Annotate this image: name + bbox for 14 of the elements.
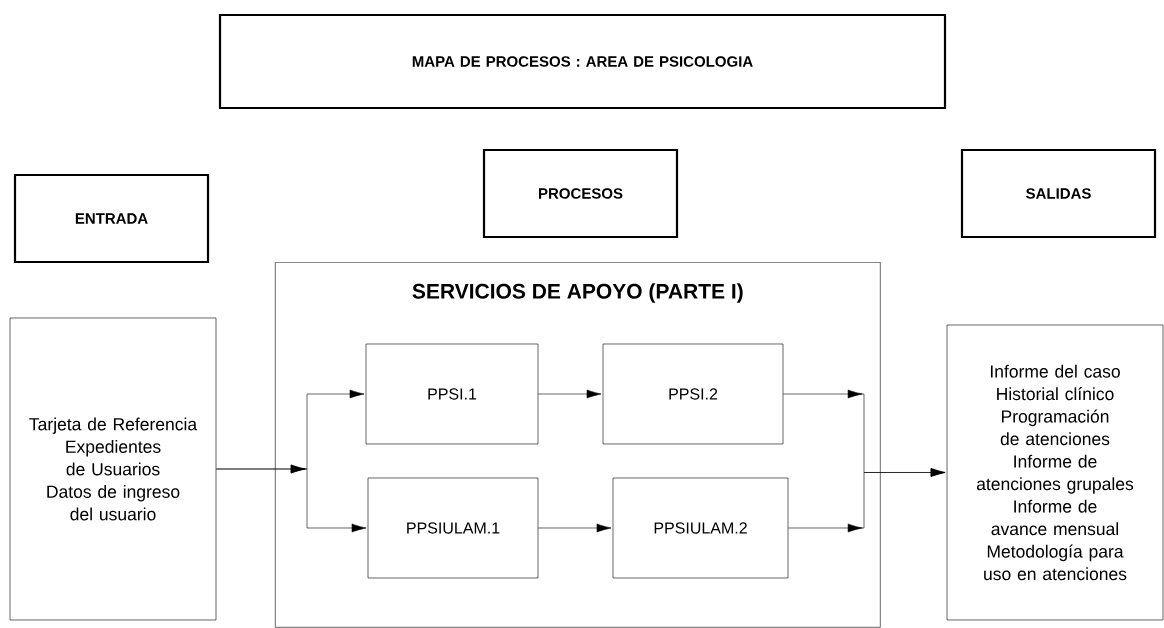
arrow: [216, 464, 367, 533]
title-box: MAPA DE PROCESOS : AREA DE PSICOLOGIA: [218, 13, 947, 110]
header-box: SALIDAS: [960, 148, 1157, 239]
text-box: Tarjeta de Referencia Expedientes de Usuarios Datos de ingreso del usuario: [9, 317, 217, 621]
arrow: [538, 523, 612, 533]
process-box: PPSIULAM.1: [367, 477, 539, 579]
header-box: PROCESOS: [482, 148, 679, 239]
arrow: [788, 468, 946, 533]
process-box: PPSIULAM.2: [612, 477, 789, 579]
process-box: PPSI.1: [365, 343, 539, 445]
text-box: Informe del caso Historial clínico Programación de atenciones Informe de atenciones grupales Informe de avance mensual Metodología para uso en atenciones: [946, 324, 1164, 621]
process-box: PPSI.2: [602, 343, 784, 445]
arrow: [538, 389, 602, 399]
header-box: ENTRADA: [13, 173, 210, 264]
